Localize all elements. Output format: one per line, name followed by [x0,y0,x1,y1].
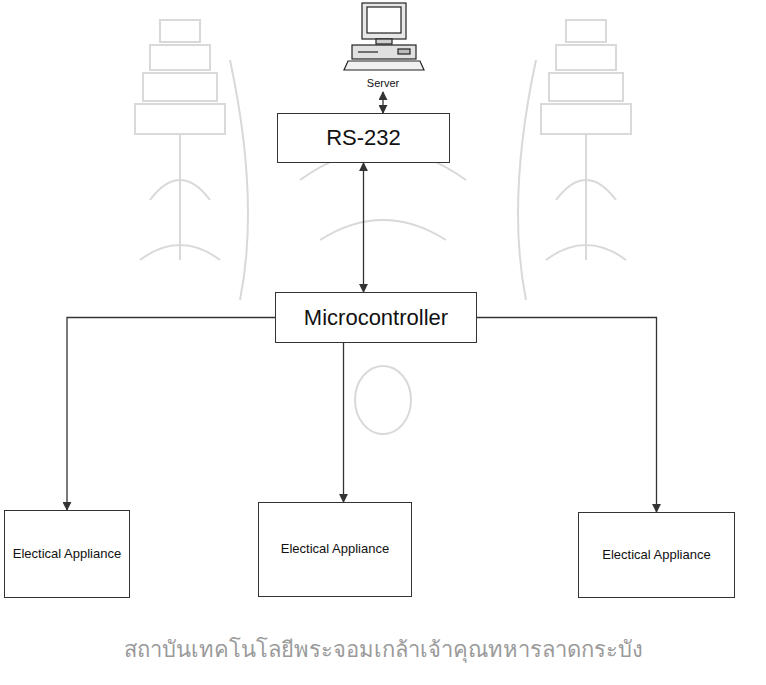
node-text: Electical Appliance [281,542,389,557]
appliance-box: Electical Appliance [578,512,735,598]
controller-box: Microcontroller [275,292,477,343]
appliance-box: Electical Appliance [4,510,130,598]
connector-arrow [343,343,344,502]
node-text: RS-232 [326,125,401,150]
connector-arrow [382,92,383,113]
node-text: Server [367,77,399,90]
node-text: Microcontroller [304,305,448,330]
interface-box: RS-232 [277,113,450,163]
node-text: Electical Appliance [602,548,710,563]
node-text: Electical Appliance [13,547,121,562]
connector-arrow [363,163,364,292]
connector-arrow [477,318,657,513]
server-computer: Server [338,0,428,92]
watermark-emblem [135,20,631,434]
connector-arrow [67,318,275,511]
appliance-box: Electical Appliance [258,502,412,597]
computer-icon [344,3,424,70]
watermark-text: สถาบันเทคโนโลยีพระจอมเกล้าเจ้าคุณทหารลาด… [124,632,643,667]
